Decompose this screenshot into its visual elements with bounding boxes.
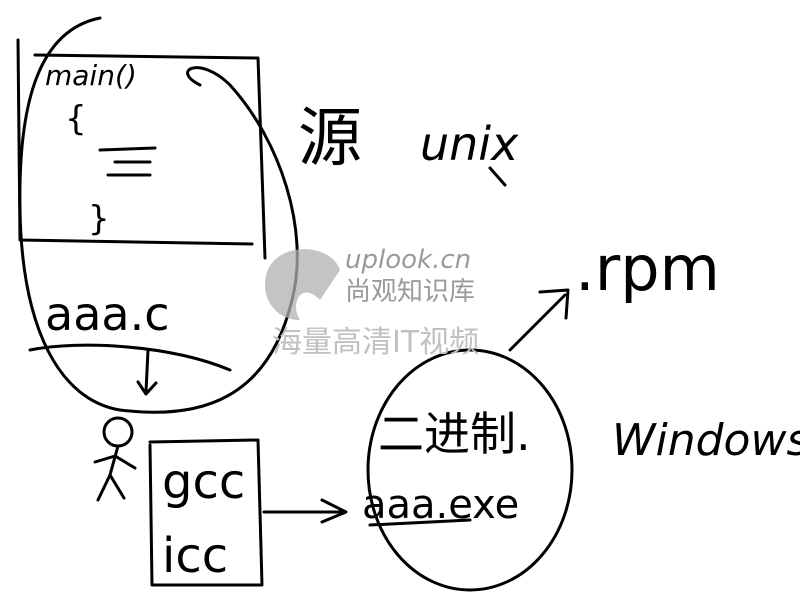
source-oval	[18, 16, 299, 414]
watermark-line2: 海量高清IT视频	[272, 325, 479, 360]
arrow-to-exe	[262, 498, 348, 524]
brace-close: }	[88, 199, 110, 239]
binary-label: 二进制.	[378, 407, 531, 461]
stick-figure-head	[102, 416, 134, 448]
compiler-box	[148, 438, 264, 587]
code-lines	[98, 146, 157, 177]
compiler-icc: icc	[162, 528, 228, 584]
source-char: 源	[298, 102, 362, 176]
main-label: main()	[45, 59, 137, 92]
exe-name: aaa.exe	[362, 482, 519, 528]
down-arrow	[136, 348, 158, 396]
watermark-line1: 尚观知识库	[345, 277, 475, 307]
compiler-gcc: gcc	[162, 454, 245, 510]
brace-open: {	[65, 99, 87, 139]
arrow-to-rpm	[508, 288, 570, 352]
unix-tail	[488, 166, 507, 187]
source-filename: aaa.c	[45, 287, 169, 341]
watermark-logo-icon	[265, 249, 340, 320]
rpm-label: .rpm	[575, 232, 720, 305]
exe-underline	[368, 518, 472, 527]
exe-oval	[366, 348, 574, 592]
watermark-site: uplook.cn	[345, 245, 471, 275]
unix-label: unix	[420, 117, 519, 171]
watermark: uplook.cn 尚观知识库 海量高清IT视频	[265, 245, 479, 360]
stick-figure-body	[93, 444, 137, 502]
windows-label: Windows	[612, 415, 800, 466]
lower-arc	[28, 343, 232, 372]
